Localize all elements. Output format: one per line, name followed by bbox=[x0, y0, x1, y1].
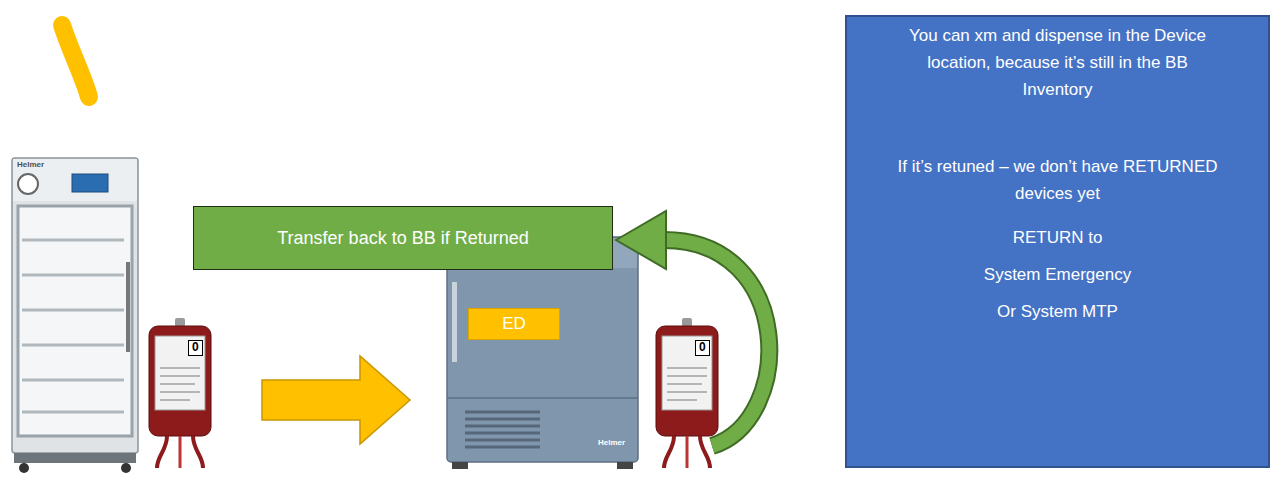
bag-label-lines bbox=[667, 368, 707, 400]
bag-label bbox=[662, 336, 712, 410]
return-arrow bbox=[616, 211, 769, 446]
transfer-note-box: Transfer back to BB if Returned bbox=[193, 206, 613, 270]
freezer-handle bbox=[452, 282, 457, 362]
blood-bag bbox=[149, 318, 211, 468]
move-arrow bbox=[262, 356, 410, 444]
node-text: Or System MTP bbox=[898, 298, 1218, 325]
caster bbox=[19, 463, 29, 473]
brand-logo: Helmer bbox=[17, 160, 44, 169]
node-text: System Emergency bbox=[898, 261, 1218, 288]
freezer-door-edge bbox=[447, 397, 638, 399]
fridge-door bbox=[18, 206, 132, 436]
device-location-box: ED bbox=[468, 308, 560, 340]
node-text: You can xm and dispense in the Device lo… bbox=[898, 22, 1218, 103]
node-text: If it’s retuned – we don’t have RETURNED… bbox=[898, 153, 1218, 207]
highlight-stroke bbox=[62, 25, 89, 97]
bag-tube bbox=[700, 436, 710, 468]
fridge-base bbox=[14, 453, 136, 463]
return-arrow-body bbox=[664, 240, 769, 446]
bag-label-lines bbox=[160, 368, 200, 400]
freezer-foot bbox=[452, 462, 468, 469]
fridge-display bbox=[72, 174, 108, 192]
fridge-handle bbox=[126, 262, 130, 352]
bag-body bbox=[149, 326, 211, 436]
freezer-vents bbox=[465, 412, 540, 447]
freezer-body bbox=[447, 237, 638, 462]
fridge-gauge bbox=[18, 174, 38, 194]
node-text: RETURN to bbox=[898, 224, 1218, 251]
bag-label bbox=[155, 336, 205, 410]
blood-type-tag: 0 bbox=[695, 340, 710, 356]
info-panel: You can xm and dispense in the Device lo… bbox=[845, 15, 1270, 468]
blood-bag bbox=[656, 318, 718, 468]
bag-tube bbox=[179, 436, 182, 468]
ed-device-freezer bbox=[447, 237, 638, 469]
blood-bank-refrigerator bbox=[12, 158, 138, 473]
fridge-top bbox=[13, 159, 137, 201]
node-text: ED bbox=[502, 314, 526, 334]
blood-type-tag: 0 bbox=[188, 340, 203, 356]
return-arrow-head bbox=[616, 211, 666, 269]
fridge-shelves bbox=[22, 240, 124, 412]
bag-tube bbox=[664, 436, 674, 468]
node-text: Transfer back to BB if Returned bbox=[277, 228, 528, 249]
bag-tube bbox=[157, 436, 167, 468]
freezer-foot bbox=[617, 462, 633, 469]
fridge-body bbox=[12, 158, 138, 453]
bag-body bbox=[656, 326, 718, 436]
caster bbox=[121, 463, 131, 473]
bag-tube bbox=[686, 436, 689, 468]
brand-logo: Helmer bbox=[598, 438, 625, 447]
bag-tube bbox=[193, 436, 203, 468]
return-arrow-outline bbox=[664, 240, 769, 446]
